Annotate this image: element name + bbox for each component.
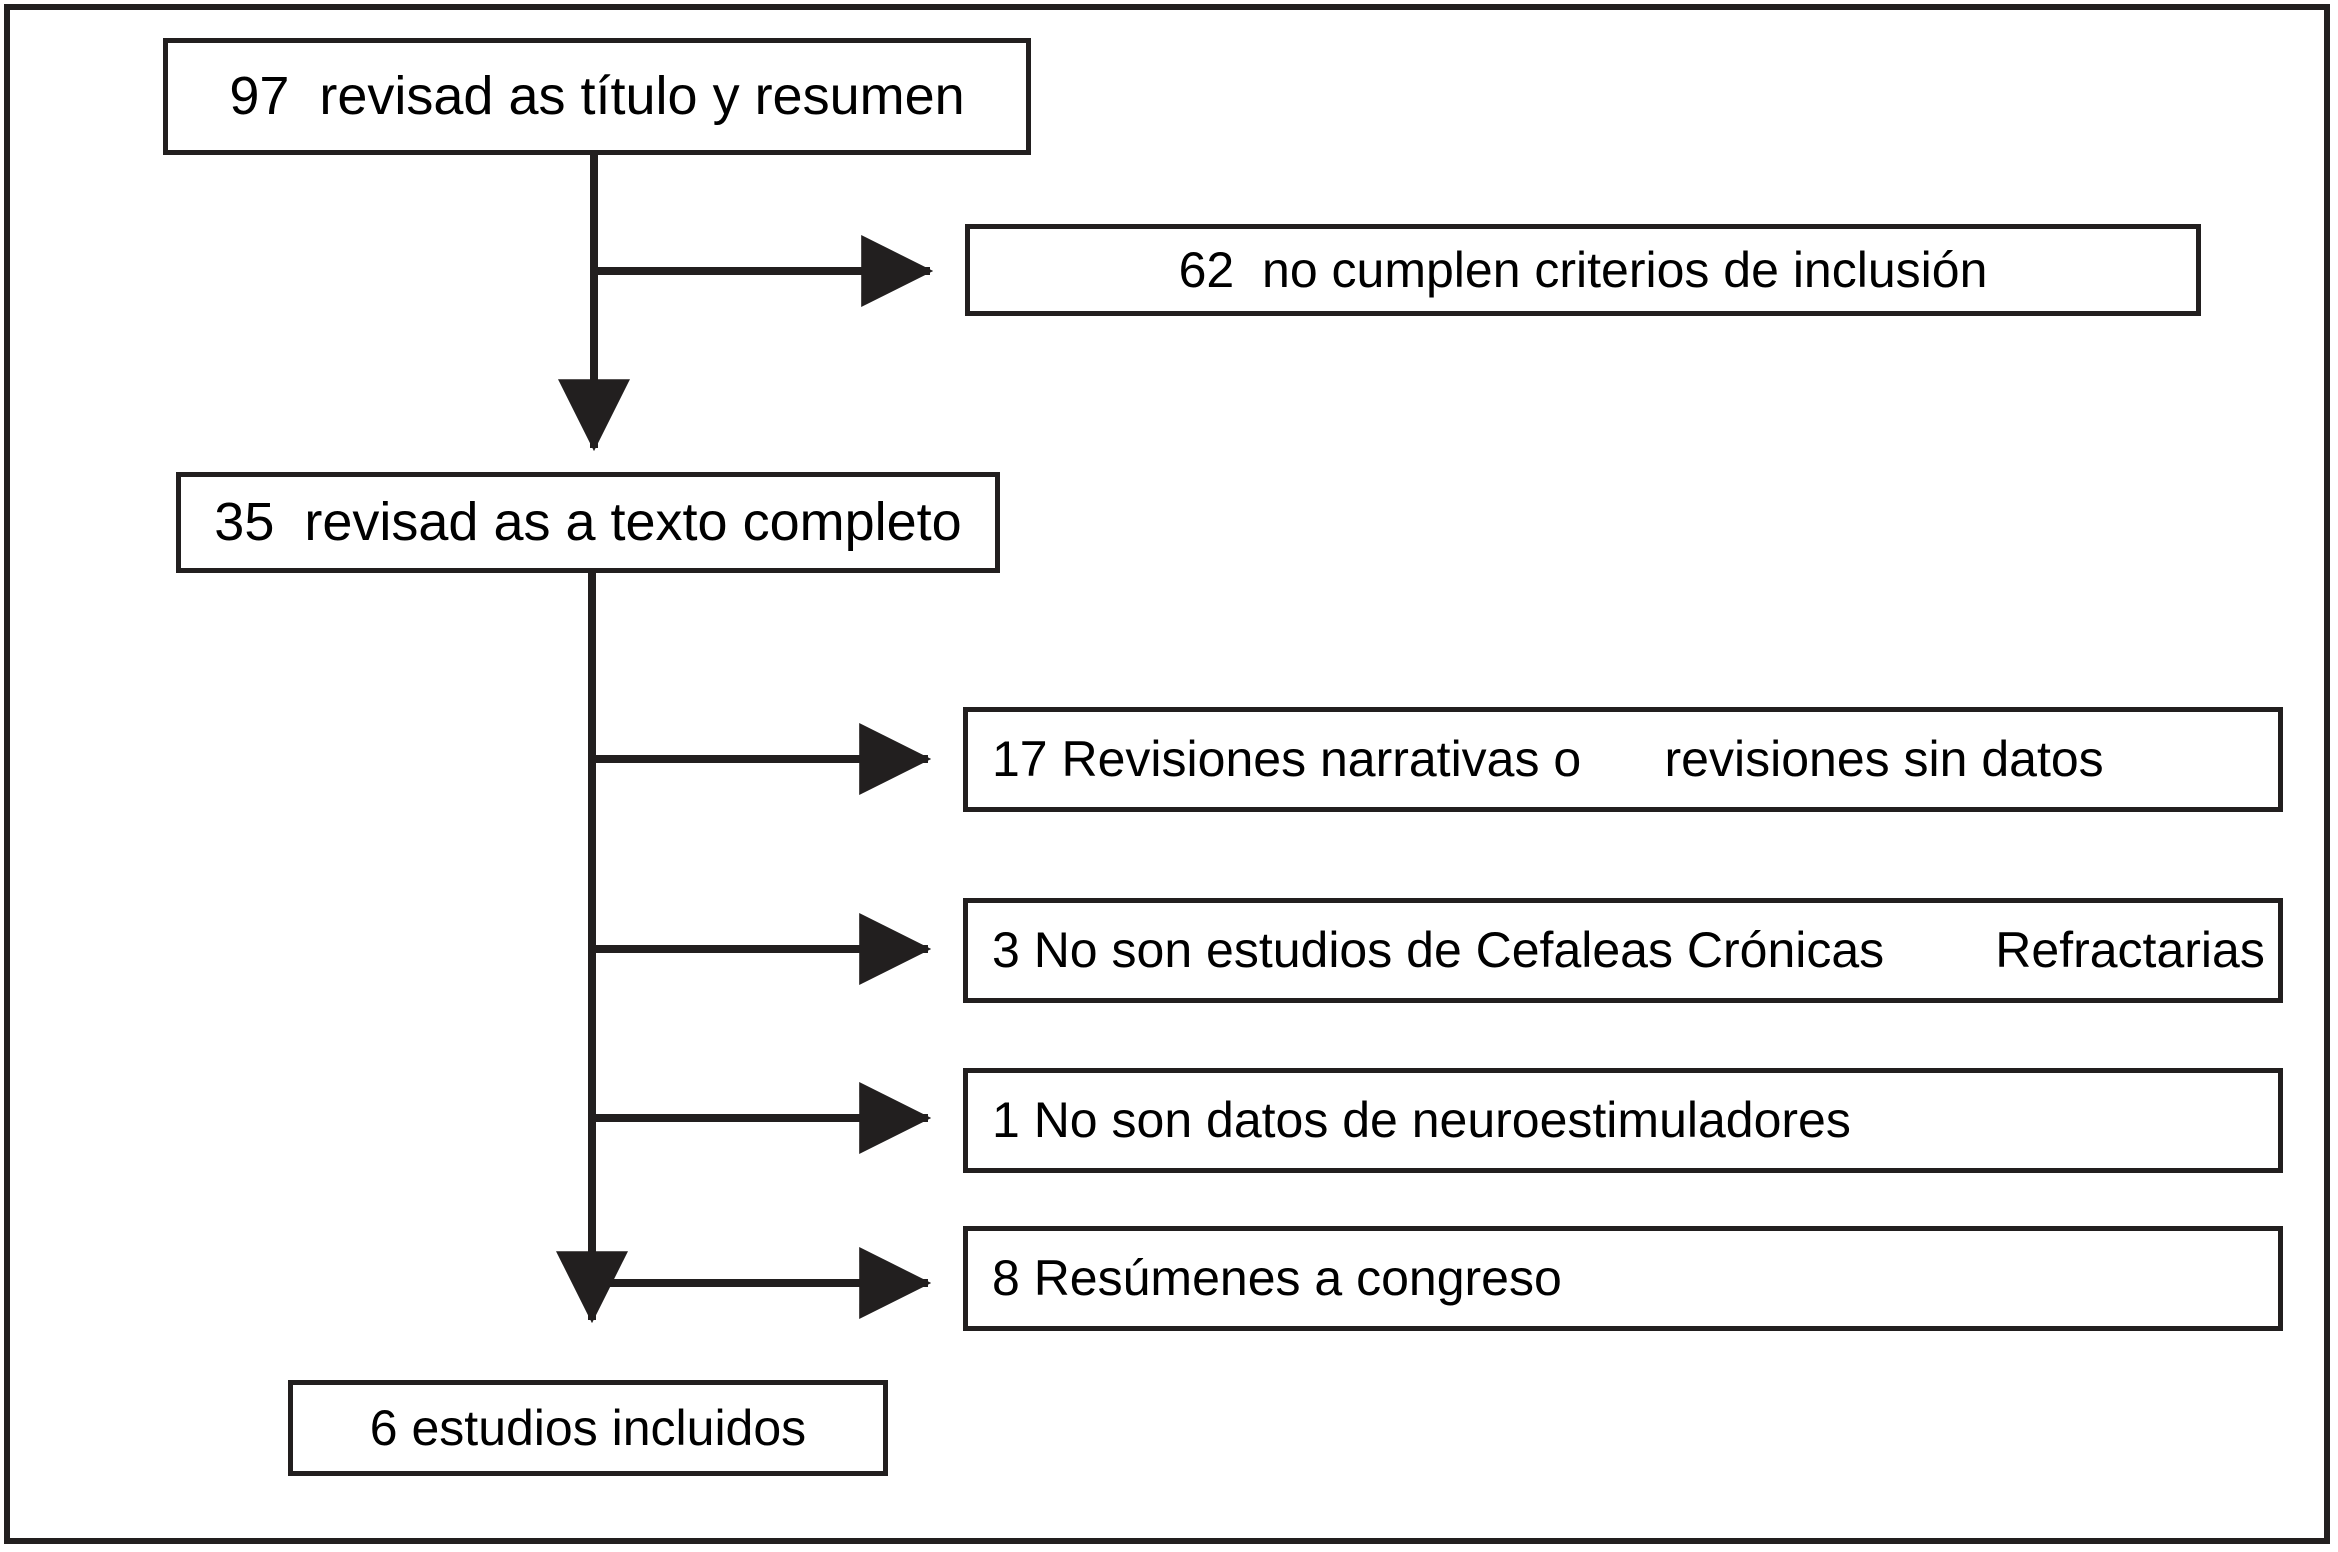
node-fulltext: 35 revisad as a texto completo	[176, 472, 1000, 573]
node-excluded-criteria: 62 no cumplen criterios de inclusión	[965, 224, 2201, 316]
node-screened: 97 revisad as título y resumen	[163, 38, 1031, 155]
node-excluded-criteria-label: 62 no cumplen criterios de inclusión	[1178, 241, 1988, 298]
node-excl-noneuro-label: 1 No son datos de neuroestimuladores	[992, 1092, 1851, 1148]
node-excl-abstracts-label: 8 Resúmenes a congreso	[992, 1250, 1562, 1306]
node-excl-reviews-label: 17 Revisiones narrativas o revisiones si…	[992, 731, 2104, 787]
node-screened-label: 97 revisad as título y resumen	[229, 65, 965, 126]
node-included-label: 6 estudios incluidos	[369, 1399, 807, 1456]
node-excl-nonchronic: 3 No son estudios de Cefaleas Crónicas R…	[963, 898, 2283, 1003]
node-fulltext-label: 35 revisad as a texto completo	[214, 491, 962, 552]
node-excl-noneuro: 1 No son datos de neuroestimuladores	[963, 1068, 2283, 1173]
diagram-outer-border	[4, 4, 2330, 1544]
node-excl-nonchronic-label: 3 No son estudios de Cefaleas Crónicas R…	[992, 922, 2265, 978]
node-included: 6 estudios incluidos	[288, 1380, 888, 1476]
node-excl-reviews: 17 Revisiones narrativas o revisiones si…	[963, 707, 2283, 812]
node-excl-abstracts: 8 Resúmenes a congreso	[963, 1226, 2283, 1331]
